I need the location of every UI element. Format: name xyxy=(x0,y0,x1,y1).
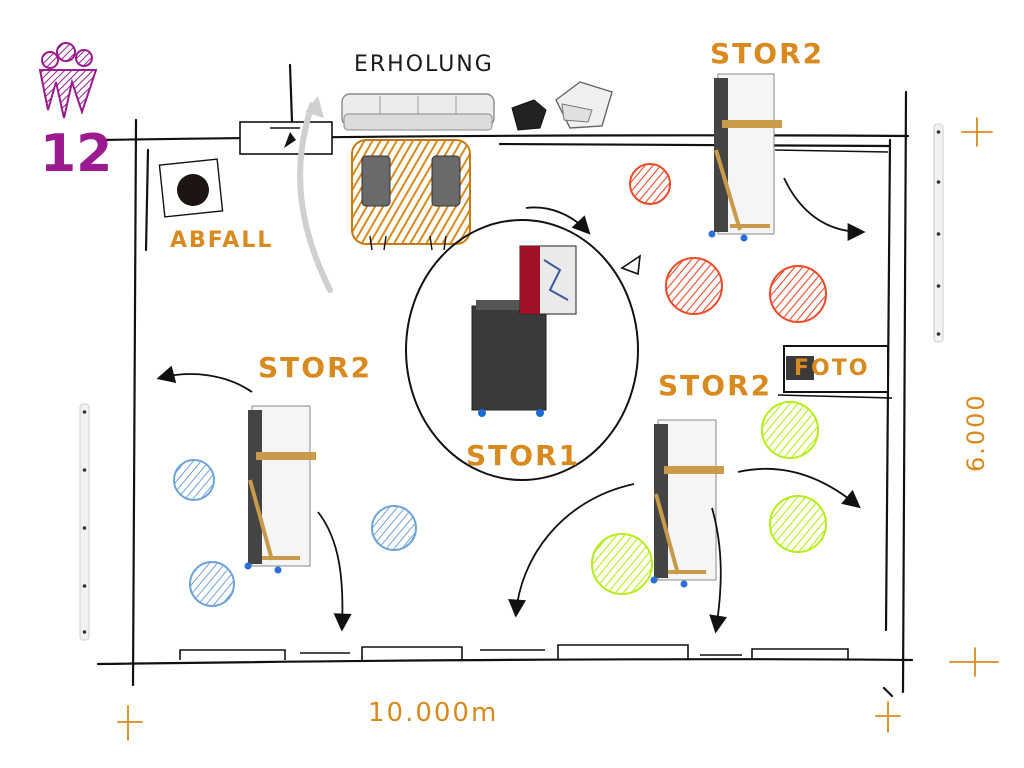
wall-left-inner xyxy=(144,148,150,252)
grey-wall-panels xyxy=(79,123,944,641)
wall-top-inner-segment xyxy=(498,142,892,148)
wall-corner-tick xyxy=(882,686,894,698)
wall-shelves xyxy=(774,149,893,399)
photo-booth-icon xyxy=(783,345,889,393)
center-station-ring xyxy=(405,219,639,481)
wall-left xyxy=(131,118,138,687)
wall-right xyxy=(901,90,908,694)
blue-zones xyxy=(173,459,417,607)
entrance-door xyxy=(239,96,333,293)
waste-bin-icon xyxy=(158,158,224,218)
bottom-wall-panels xyxy=(179,644,849,660)
panel-stand-mid-left xyxy=(244,405,316,574)
people-group-icon xyxy=(38,42,98,119)
center-arrow-right-icon xyxy=(620,254,641,276)
flow-arrow-right xyxy=(737,467,861,509)
station-label-mid-right: STOR2 xyxy=(658,369,773,402)
erholung-label: ERHOLUNG xyxy=(354,52,494,77)
grey-path-arrow xyxy=(297,102,333,293)
center-arrow-top xyxy=(525,206,591,235)
station-label-top-right: STOR2 xyxy=(710,37,825,70)
flow-arrow-top-right xyxy=(783,177,866,241)
wall-top xyxy=(96,134,910,142)
width-dimension-label: 10.000m xyxy=(368,698,499,728)
corner-marks xyxy=(117,117,999,741)
flow-arrow-right-down xyxy=(709,507,728,634)
visitor-flow-arrows xyxy=(156,177,866,634)
table-with-chairs-icon xyxy=(351,139,471,251)
lounge-sofa-icon xyxy=(341,93,495,131)
panel-stand-top-right xyxy=(708,73,782,242)
flow-arrow-left-down xyxy=(317,511,352,632)
station-label-mid-left: STOR2 xyxy=(258,351,373,384)
armchair-icon xyxy=(555,81,613,129)
flow-arrow-mid-left xyxy=(156,365,253,393)
wall-bottom xyxy=(96,658,914,666)
display-stand-icon xyxy=(471,245,577,417)
photo-label: FOTO xyxy=(794,356,870,381)
panel-stand-mid-right xyxy=(650,419,724,588)
people-count-label: 12 xyxy=(40,124,113,184)
abfall-label: ABFALL xyxy=(170,228,274,253)
flow-arrow-center-down xyxy=(508,483,635,618)
red-zones xyxy=(629,163,827,323)
station-label-center: STOR1 xyxy=(466,439,581,472)
coffee-table-icon xyxy=(511,99,547,131)
height-dimension-label: 6.000 xyxy=(962,393,990,472)
lime-zones xyxy=(591,401,827,595)
entrance-arrow-icon xyxy=(284,132,296,148)
